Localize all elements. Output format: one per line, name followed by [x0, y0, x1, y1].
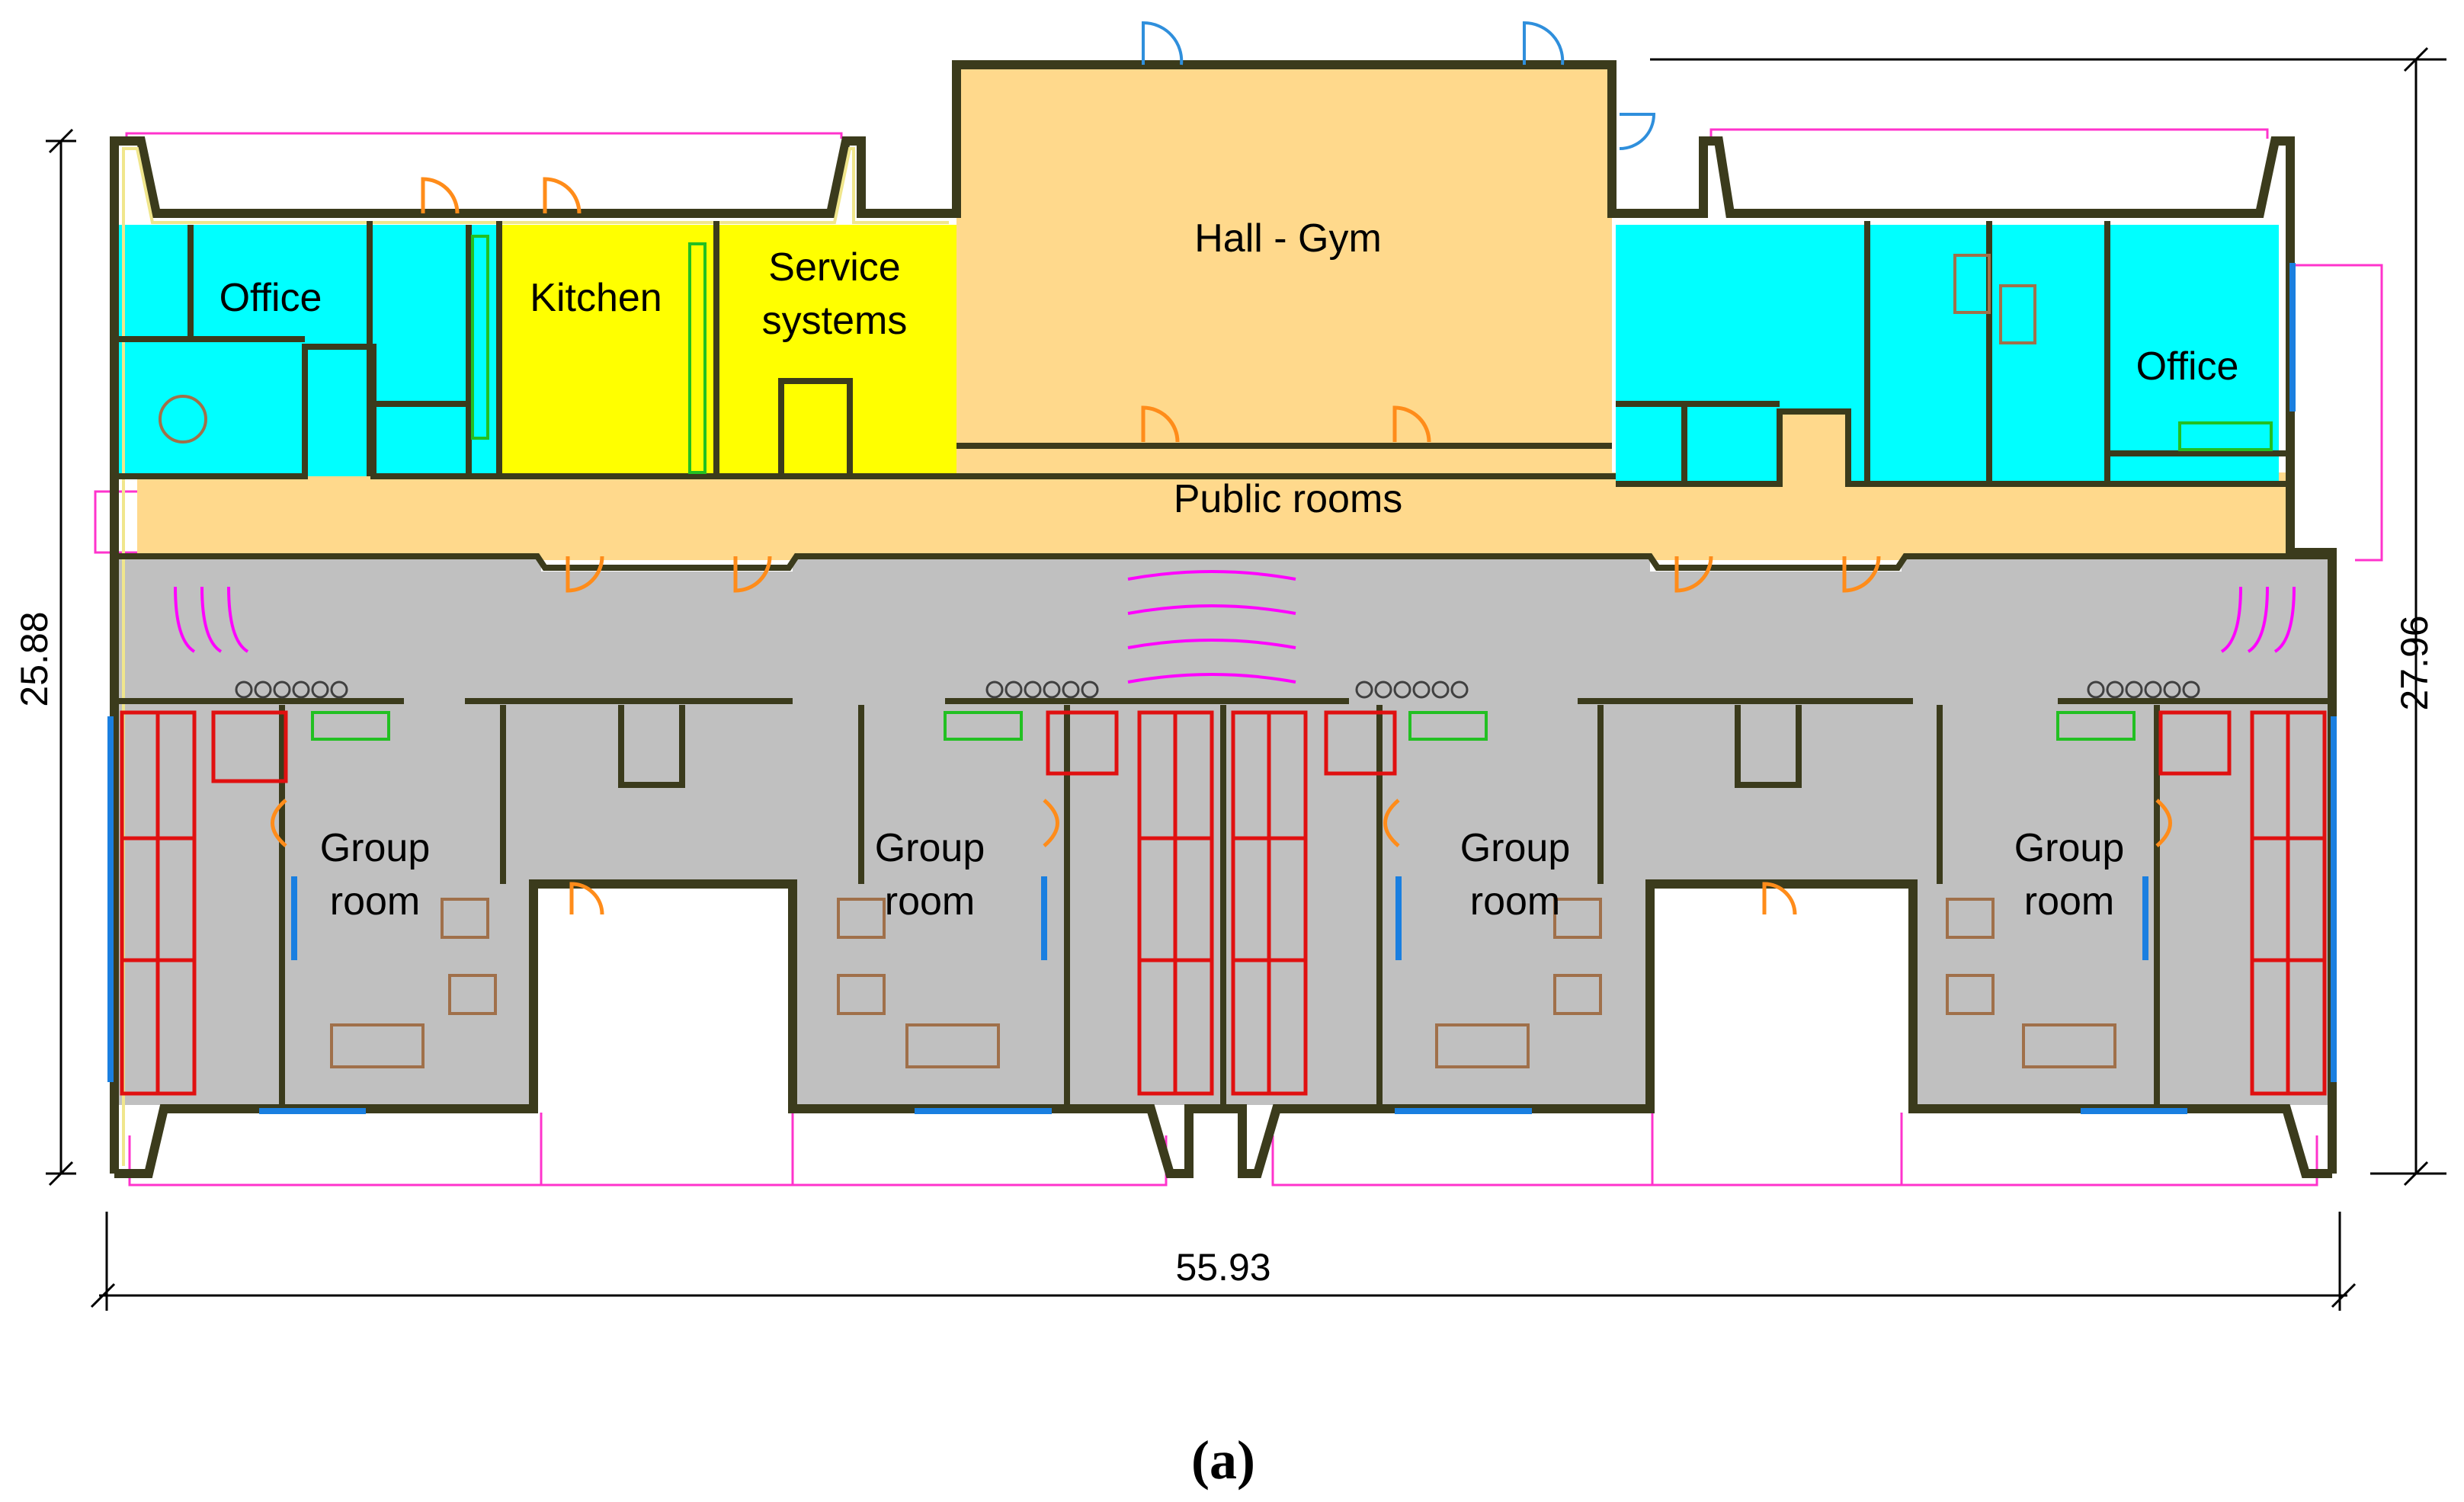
- right-height-label: 27.96: [2393, 615, 2436, 710]
- office-left-label: Office: [219, 276, 322, 320]
- dimension-lines: [46, 46, 2446, 1311]
- group-room-1-label-line2: room: [330, 879, 420, 924]
- doors: [271, 21, 2172, 915]
- group-room-3-label-line2: room: [1470, 879, 1560, 924]
- group-room-2-label-line2: room: [885, 879, 975, 924]
- hall-gym-label: Hall - Gym: [1194, 216, 1382, 261]
- service-fill: [716, 225, 956, 476]
- public-corridor-fill: [137, 472, 2290, 560]
- sinks-left: [235, 681, 348, 699]
- shelves: [311, 235, 2273, 741]
- toilet-cubicles-right: [2220, 586, 2296, 653]
- windows: [107, 263, 2337, 1114]
- figure-caption: (a): [1191, 1430, 1255, 1491]
- group-room-1-label-line1: Group: [320, 826, 431, 870]
- fixtures: [174, 235, 2296, 741]
- kitchen-label: Kitchen: [530, 276, 662, 320]
- sinks-centre-right: [1355, 681, 1469, 699]
- office-right-label: Office: [2136, 344, 2239, 389]
- public-rooms-label: Public rooms: [1174, 477, 1403, 521]
- service-label-line2: systems: [762, 299, 908, 343]
- group-room-4-label-line1: Group: [2014, 826, 2125, 870]
- walls: [110, 60, 2337, 1178]
- left-height-label: 25.88: [13, 611, 56, 706]
- kitchen-fill: [499, 225, 716, 476]
- furniture: [159, 254, 2116, 1068]
- sinks-centre-left: [985, 681, 1099, 699]
- group-room-4-label-line2: room: [2024, 879, 2114, 924]
- hall-gym-fill: [956, 69, 1612, 472]
- total-width-label: 55.93: [1175, 1246, 1270, 1289]
- central-toilets: [1127, 570, 1296, 684]
- toilet-cubicles-left: [174, 586, 249, 653]
- service-label-line1: Service: [768, 245, 900, 290]
- group-room-3-label-line1: Group: [1460, 826, 1571, 870]
- sinks-right: [2087, 681, 2200, 699]
- beds: [120, 710, 2327, 1096]
- group-room-2-label-line1: Group: [875, 826, 985, 870]
